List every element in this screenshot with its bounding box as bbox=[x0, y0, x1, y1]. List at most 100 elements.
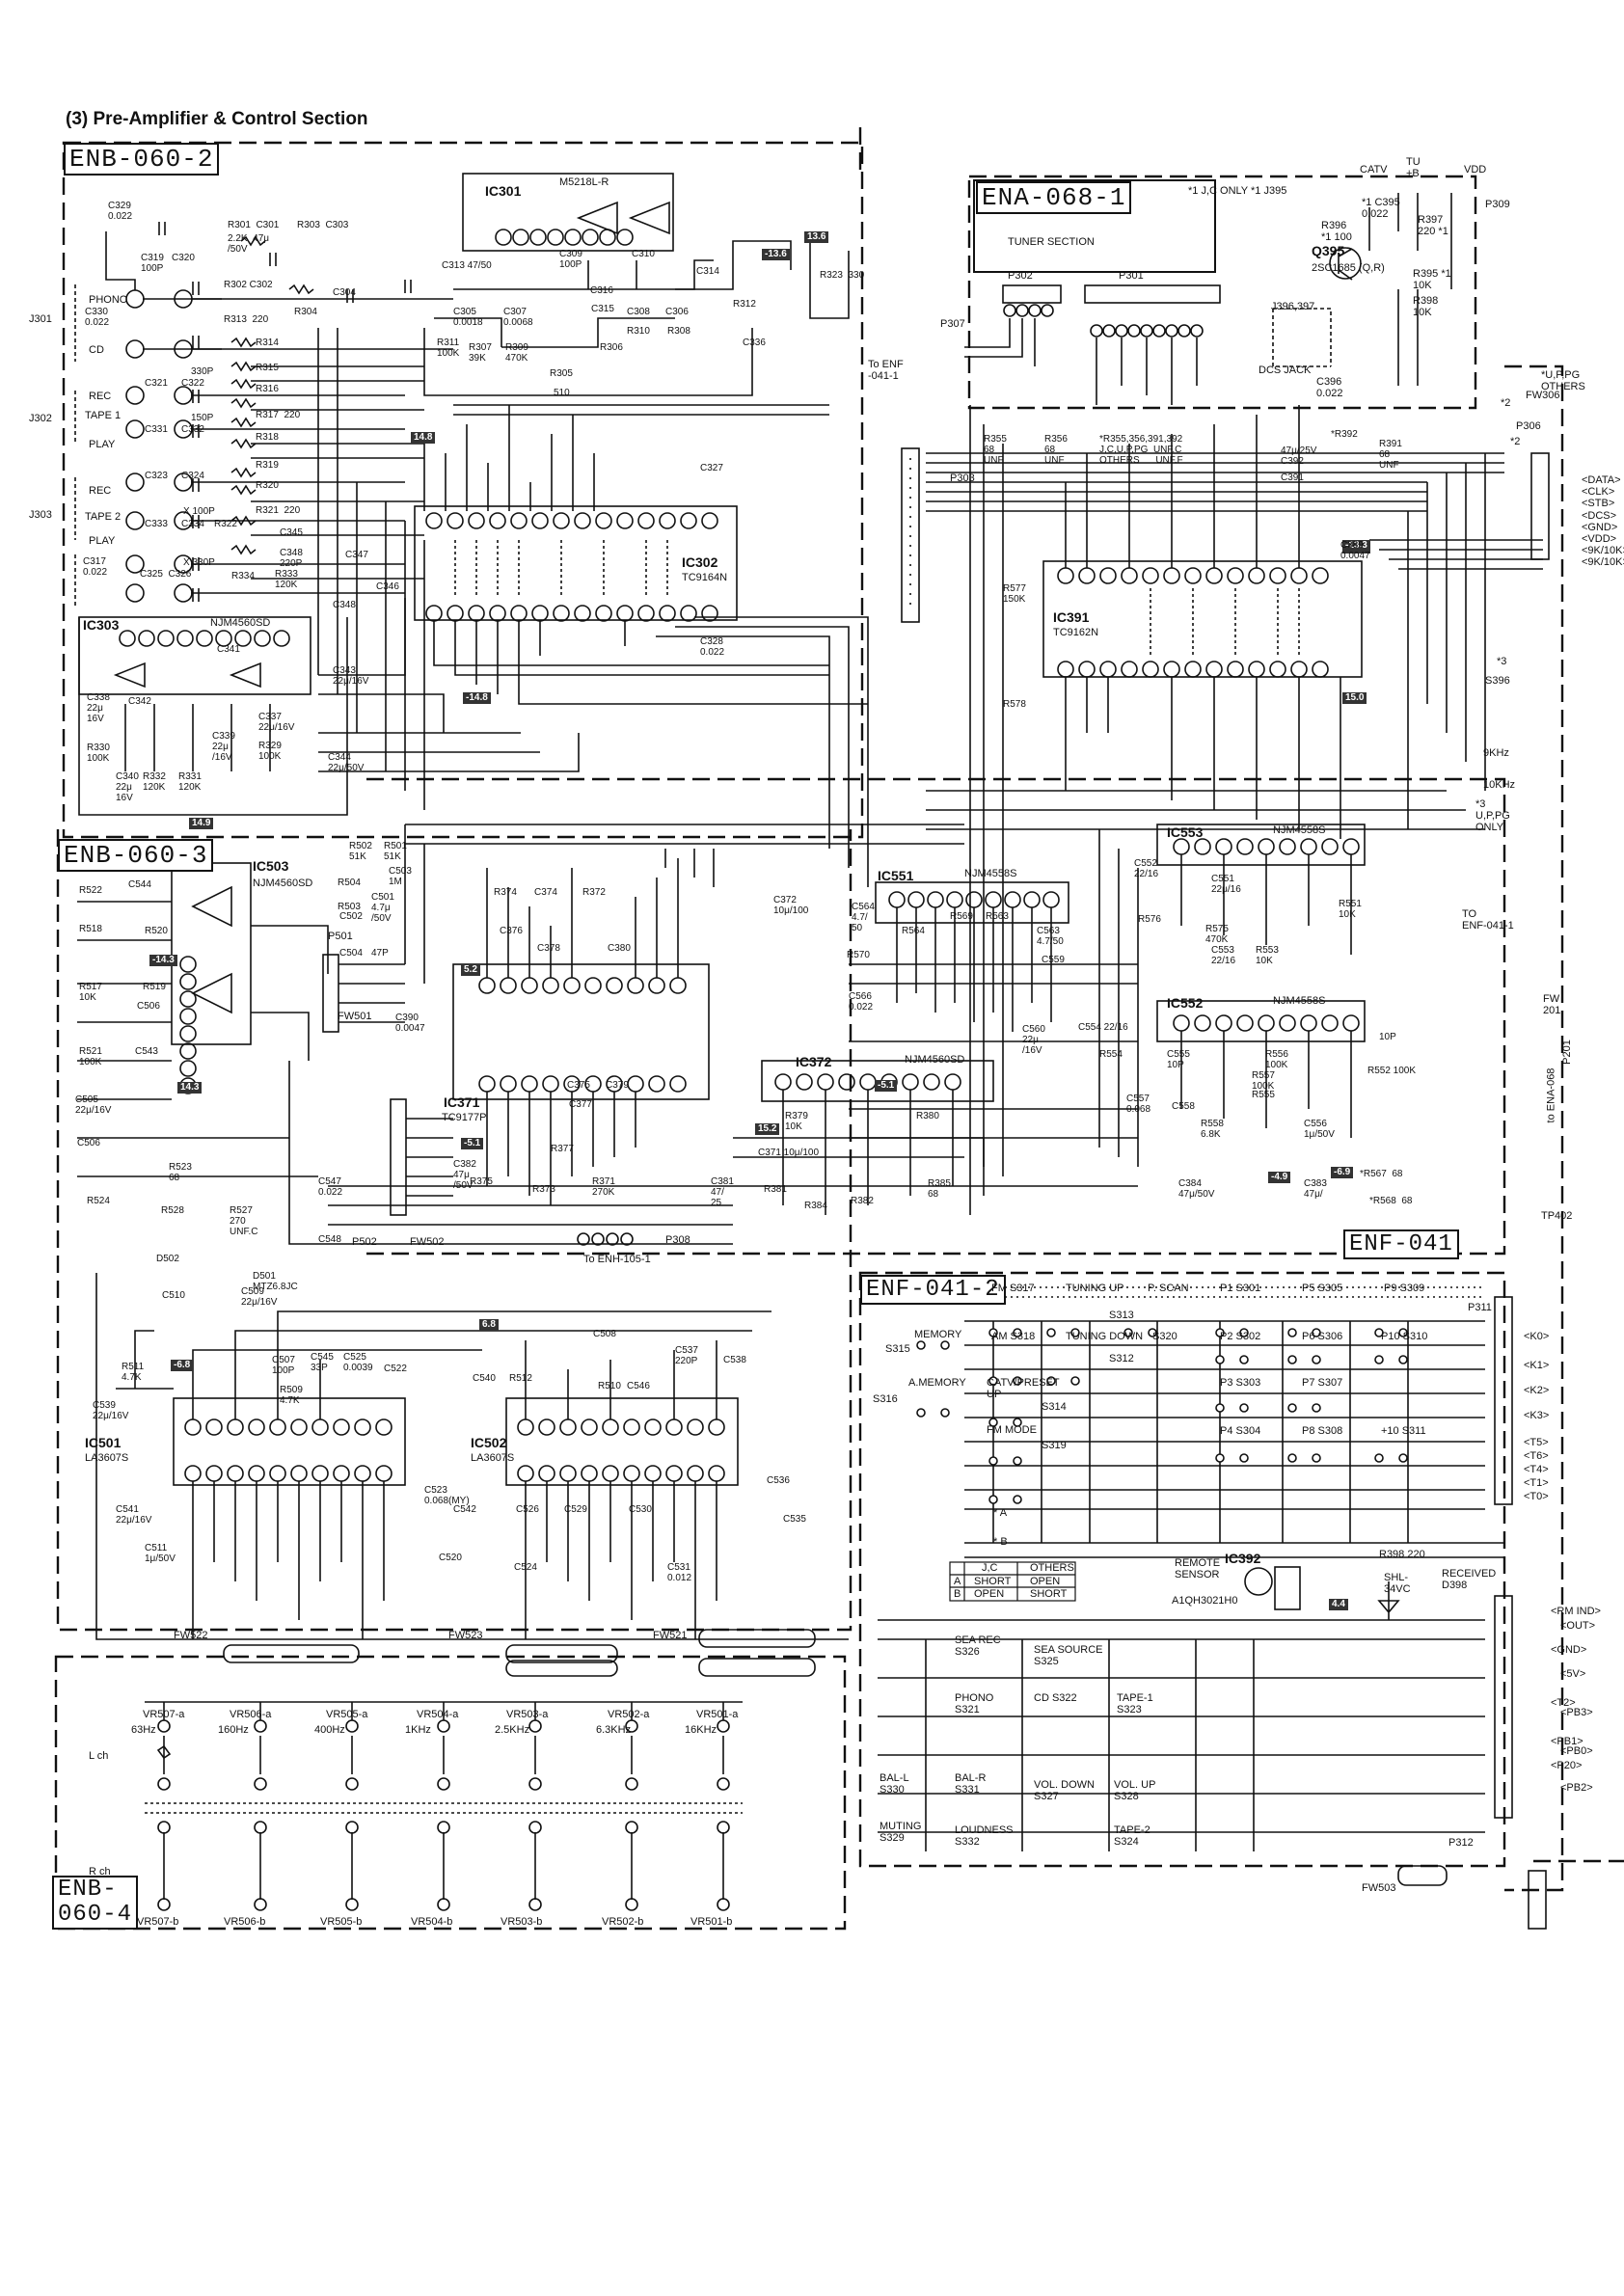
part-label-c331: C331 bbox=[145, 424, 168, 435]
part-label-c551: C551 22μ/16 bbox=[1211, 874, 1241, 895]
part-label-r302: R302 C302 bbox=[224, 280, 273, 290]
part-label-r310: R310 bbox=[627, 326, 650, 337]
part-label-r332: R332 120K bbox=[143, 771, 166, 793]
star3-label: *3 U,P,PG ONLY bbox=[1475, 798, 1510, 833]
part-label-c319: C319 100P bbox=[141, 253, 164, 274]
part-label-c332: C332 bbox=[181, 424, 204, 435]
part-label-c348: C348 220P bbox=[280, 548, 303, 569]
switch-tuning-up: TUNING UP bbox=[1066, 1283, 1124, 1294]
to-enh-label: To ENH-105-1 bbox=[583, 1254, 651, 1265]
p201-label: P201 bbox=[1560, 1040, 1573, 1065]
p311-label: P311 bbox=[1468, 1302, 1492, 1313]
s396-note: *3 bbox=[1497, 656, 1507, 667]
part-label-r501: R501 51K bbox=[384, 841, 407, 862]
voltage-tag-v6: -14.3 bbox=[149, 955, 177, 966]
eq-vr-a-1: VR506-a bbox=[230, 1709, 272, 1720]
fw503-label: FW503 bbox=[1362, 1882, 1396, 1894]
part-label-r311: R311 100K bbox=[437, 338, 460, 359]
part-label-r318: R318 bbox=[256, 432, 279, 443]
switch-vol-up: VOL. UP S328 bbox=[1114, 1779, 1156, 1802]
part-label-r312: R312 bbox=[733, 299, 756, 310]
part-label-r502: R502 51K bbox=[349, 841, 372, 862]
part-label-c511: C511 1μ/50V bbox=[145, 1543, 176, 1564]
key-line-7: <T1> bbox=[1524, 1477, 1549, 1489]
p309-label: P309 bbox=[1485, 199, 1510, 210]
jack-tape2: TAPE 2 bbox=[85, 511, 122, 523]
part-label-c535: C535 bbox=[783, 1514, 806, 1525]
part-label-c309: C309 100P bbox=[559, 249, 582, 270]
part-label-r319: R319 bbox=[256, 460, 279, 471]
part-label-r528: R528 bbox=[161, 1205, 184, 1216]
part-label-r380: R380 bbox=[916, 1111, 939, 1121]
ic371-id: IC371 bbox=[444, 1094, 480, 1110]
ic501-id: IC501 bbox=[85, 1435, 122, 1450]
switch-p10: P10 S310 bbox=[1381, 1331, 1428, 1342]
part-label-c510: C510 bbox=[162, 1290, 185, 1301]
part-label-r305: R305 bbox=[550, 368, 573, 379]
ic391-id: IC391 bbox=[1053, 609, 1090, 625]
p312-line-7: <PB0> bbox=[1560, 1745, 1593, 1757]
part-label-r567: *R567 68 bbox=[1360, 1169, 1403, 1179]
eq-vr-b-6: VR501-b bbox=[690, 1916, 733, 1928]
switch-tape1: TAPE-1 S323 bbox=[1117, 1692, 1153, 1715]
p302-label: P302 bbox=[1008, 270, 1033, 282]
part-label-c391: C391 bbox=[1281, 473, 1304, 483]
part-label-c540: C540 bbox=[473, 1373, 496, 1384]
to-ena-label: to ENA-068 bbox=[1545, 1067, 1557, 1123]
part-label-r306: R306 bbox=[600, 342, 623, 353]
part-label-c323: C323 bbox=[145, 471, 168, 481]
part-label-c100p: X 100P bbox=[183, 506, 215, 517]
part-label-c308: C308 bbox=[627, 307, 650, 317]
p312-line-5: <PB3> bbox=[1560, 1707, 1593, 1718]
eq-vr-b-4: VR503-b bbox=[501, 1916, 543, 1928]
part-label-c374: C374 bbox=[534, 887, 557, 898]
j302-label: J302 bbox=[29, 413, 52, 424]
eq-freq-0: 63Hz bbox=[131, 1724, 156, 1736]
part-label-r576: R576 bbox=[1138, 914, 1161, 925]
p301-label: P301 bbox=[1119, 270, 1144, 282]
q395-id: Q395 bbox=[1312, 243, 1345, 258]
part-label-c537: C537 220P bbox=[675, 1345, 698, 1366]
p312-line-6: <PB1> bbox=[1551, 1736, 1583, 1747]
part-label-c340: C340 22μ 16V bbox=[116, 771, 139, 803]
part-label-c344: C344 22μ/50V bbox=[328, 752, 365, 773]
jumper-star-a: * A bbox=[993, 1507, 1008, 1519]
part-label-c316: C316 bbox=[590, 285, 613, 296]
part-label-r522: R522 bbox=[79, 885, 102, 896]
eq-vr-b-1: VR506-b bbox=[224, 1916, 266, 1928]
j301-label: J301 bbox=[29, 313, 52, 325]
vdd-label: VDD bbox=[1464, 164, 1487, 176]
voltage-tag-v12: -5.1 bbox=[461, 1138, 484, 1149]
switch-bal-r: BAL-R S331 bbox=[955, 1772, 987, 1796]
part-label-c544: C544 bbox=[128, 879, 151, 890]
eq-freq-3: 1KHz bbox=[405, 1724, 431, 1736]
board-outline-enb0602 bbox=[62, 141, 864, 839]
ic371-part: TC9177P bbox=[442, 1112, 487, 1123]
part-label-r512: R512 bbox=[509, 1373, 532, 1384]
part-label-c553: C553 22/16 bbox=[1211, 945, 1236, 966]
part-label-r509: R509 4.7K bbox=[280, 1385, 303, 1406]
voltage-tag-v17: -4.9 bbox=[1268, 1172, 1291, 1183]
jack-j396: J396,397 bbox=[1271, 301, 1315, 312]
part-label-r577: R577 150K bbox=[1003, 583, 1026, 605]
part-label-c314: C314 bbox=[696, 266, 719, 277]
p502-label: P502 bbox=[352, 1236, 377, 1248]
signal-label-6: <9K/10K> bbox=[1582, 545, 1624, 556]
switch-p9: P9 S309 bbox=[1384, 1283, 1425, 1294]
part-label-c322: C322 bbox=[181, 378, 204, 389]
switch-p2: P2 S302 bbox=[1220, 1331, 1261, 1342]
ic502-part: LA3607S bbox=[471, 1452, 515, 1464]
part-label-c321: C321 bbox=[145, 378, 168, 389]
key-line-1: <K1> bbox=[1524, 1360, 1550, 1371]
part-label-c372: C372 10μ/100 bbox=[773, 895, 809, 916]
part-label-r568: *R568 68 bbox=[1369, 1196, 1413, 1206]
key-line-3: <K3> bbox=[1524, 1410, 1550, 1421]
ic372-id: IC372 bbox=[796, 1054, 832, 1069]
part-label-r521: R521 100K bbox=[79, 1046, 102, 1067]
part-label-c554: C554 22/16 bbox=[1078, 1022, 1128, 1033]
voltage-tag-v14: -5.1 bbox=[875, 1080, 898, 1092]
r398-tuner-label: R398 10K bbox=[1413, 295, 1439, 318]
switch-p5: P5 S305 bbox=[1302, 1283, 1343, 1294]
switch-s314: S314 bbox=[1042, 1401, 1067, 1413]
